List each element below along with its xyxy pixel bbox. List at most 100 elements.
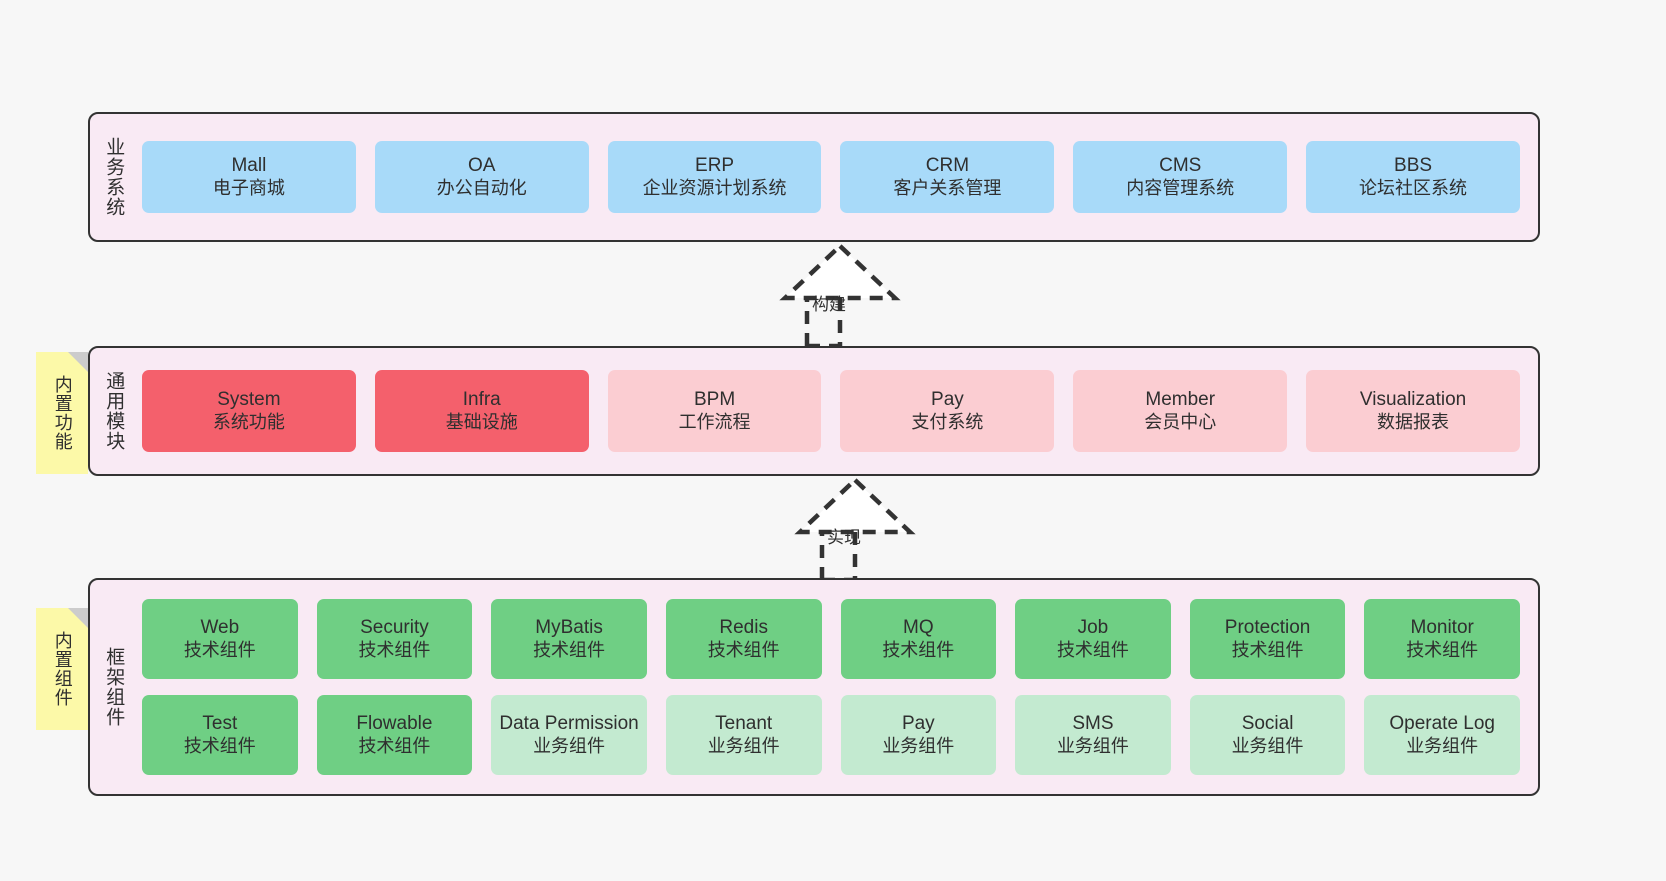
card-title: BPM: [693, 389, 736, 411]
layer-title-modules: 通用模块: [103, 371, 125, 451]
card-title: Test: [202, 713, 238, 735]
connector-build-label: 构建: [812, 295, 846, 314]
card-operate-log[interactable]: Operate Log 业务组件: [1364, 695, 1520, 775]
layer-framework-components: 框架组件 Web 技术组件 Security 技术组件 MyBatis 技术组件…: [88, 578, 1540, 796]
card-redis[interactable]: Redis 技术组件: [665, 599, 822, 679]
card-cms[interactable]: CMS 内容管理系统: [1073, 141, 1288, 213]
card-title: Social: [1241, 713, 1294, 735]
card-title: Tenant: [715, 713, 773, 735]
card-title: Web: [200, 617, 240, 639]
card-data-permission[interactable]: Data Permission 业务组件: [491, 695, 647, 775]
card-title: Protection: [1224, 617, 1311, 639]
card-subtitle: 技术组件: [183, 735, 256, 756]
card-web[interactable]: Web 技术组件: [142, 599, 298, 679]
card-title: Redis: [719, 617, 768, 639]
card-subtitle: 工作流程: [678, 411, 751, 432]
card-subtitle: 业务组件: [1406, 735, 1479, 756]
card-subtitle: 会员中心: [1144, 411, 1217, 432]
card-social[interactable]: Social 业务组件: [1189, 695, 1346, 775]
card-title: Pay: [901, 713, 935, 735]
framework-card-row-technical: Web 技术组件 Security 技术组件 MyBatis 技术组件 Redi…: [142, 599, 1520, 679]
card-title: Visualization: [1359, 389, 1467, 411]
card-subtitle: 数据报表: [1377, 411, 1450, 432]
card-subtitle: 技术组件: [1056, 639, 1129, 660]
card-title: BBS: [1394, 155, 1433, 177]
card-subtitle: 技术组件: [882, 639, 955, 660]
card-title: Member: [1145, 389, 1216, 411]
business-card-row: Mall 电子商城 OA 办公自动化 ERP 企业资源计划系统 CRM 客户关系…: [142, 141, 1520, 213]
card-monitor[interactable]: Monitor 技术组件: [1364, 599, 1520, 679]
card-erp[interactable]: ERP 企业资源计划系统: [607, 141, 822, 213]
layer-title-business: 业务系统: [103, 137, 125, 217]
card-bpm[interactable]: BPM 工作流程: [607, 370, 822, 452]
card-protection[interactable]: Protection 技术组件: [1189, 599, 1346, 679]
card-visualization[interactable]: Visualization 数据报表: [1306, 370, 1520, 452]
card-subtitle: 内容管理系统: [1126, 177, 1235, 198]
card-subtitle: 技术组件: [1231, 639, 1304, 660]
card-title: Operate Log: [1389, 713, 1495, 735]
framework-card-row-business: Test 技术组件 Flowable 技术组件 Data Permission …: [142, 695, 1520, 775]
layer-business-systems: 业务系统 Mall 电子商城 OA 办公自动化 ERP 企业资源计划系统 CRM…: [88, 112, 1540, 242]
card-title: CRM: [925, 155, 970, 177]
card-tenant[interactable]: Tenant 业务组件: [665, 695, 822, 775]
card-title: MQ: [903, 617, 934, 639]
card-title: Data Permission: [499, 713, 639, 735]
card-subtitle: 业务组件: [1056, 735, 1129, 756]
card-title: CMS: [1159, 155, 1202, 177]
card-flowable[interactable]: Flowable 技术组件: [316, 695, 473, 775]
layer-body-framework: Web 技术组件 Security 技术组件 MyBatis 技术组件 Redi…: [136, 580, 1538, 794]
connector-implement-label: 实现: [827, 528, 861, 547]
card-security[interactable]: Security 技术组件: [316, 599, 473, 679]
card-subtitle: 技术组件: [533, 639, 606, 660]
modules-card-row: System 系统功能 Infra 基础设施 BPM 工作流程 Pay 支付系统…: [142, 370, 1520, 452]
card-subtitle: 基础设施: [445, 411, 518, 432]
card-pay-component[interactable]: Pay 业务组件: [840, 695, 997, 775]
layer-common-modules: 通用模块 System 系统功能 Infra 基础设施 BPM 工作流程 Pay…: [88, 346, 1540, 476]
card-crm[interactable]: CRM 客户关系管理: [840, 141, 1055, 213]
card-title: Monitor: [1410, 617, 1474, 639]
card-subtitle: 技术组件: [358, 735, 431, 756]
card-mq[interactable]: MQ 技术组件: [840, 599, 997, 679]
card-title: System: [217, 389, 281, 411]
card-title: ERP: [695, 155, 735, 177]
card-sms[interactable]: SMS 业务组件: [1015, 695, 1171, 775]
card-subtitle: 企业资源计划系统: [642, 177, 787, 198]
layer-title-framework: 框架组件: [103, 647, 125, 727]
card-subtitle: 论坛社区系统: [1359, 177, 1468, 198]
card-subtitle: 技术组件: [1406, 639, 1479, 660]
layer-body-business: Mall 电子商城 OA 办公自动化 ERP 企业资源计划系统 CRM 客户关系…: [136, 114, 1538, 240]
card-job[interactable]: Job 技术组件: [1015, 599, 1171, 679]
card-title: Mall: [231, 155, 267, 177]
card-subtitle: 电子商城: [212, 177, 285, 198]
sticky-note-builtin-component: 内置组件: [36, 608, 88, 730]
card-subtitle: 技术组件: [707, 639, 780, 660]
card-title: Flowable: [356, 713, 433, 735]
card-system[interactable]: System 系统功能: [142, 370, 356, 452]
card-title: Security: [360, 617, 429, 639]
card-infra[interactable]: Infra 基础设施: [374, 370, 589, 452]
card-subtitle: 客户关系管理: [893, 177, 1002, 198]
card-bbs[interactable]: BBS 论坛社区系统: [1306, 141, 1520, 213]
card-subtitle: 技术组件: [358, 639, 431, 660]
card-member[interactable]: Member 会员中心: [1073, 370, 1288, 452]
card-title: OA: [468, 155, 496, 177]
card-subtitle: 办公自动化: [436, 177, 527, 198]
card-pay[interactable]: Pay 支付系统: [840, 370, 1055, 452]
card-title: MyBatis: [535, 617, 603, 639]
card-title: SMS: [1072, 713, 1114, 735]
card-subtitle: 业务组件: [1231, 735, 1304, 756]
card-mybatis[interactable]: MyBatis 技术组件: [491, 599, 647, 679]
card-subtitle: 业务组件: [707, 735, 780, 756]
card-oa[interactable]: OA 办公自动化: [374, 141, 589, 213]
card-title: Job: [1077, 617, 1109, 639]
card-mall[interactable]: Mall 电子商城: [142, 141, 356, 213]
card-test[interactable]: Test 技术组件: [142, 695, 298, 775]
card-subtitle: 系统功能: [212, 411, 285, 432]
layer-body-modules: System 系统功能 Infra 基础设施 BPM 工作流程 Pay 支付系统…: [136, 348, 1538, 474]
card-subtitle: 支付系统: [911, 411, 984, 432]
card-subtitle: 业务组件: [882, 735, 955, 756]
card-title: Infra: [462, 389, 501, 411]
card-subtitle: 业务组件: [533, 735, 606, 756]
card-title: Pay: [931, 389, 964, 411]
